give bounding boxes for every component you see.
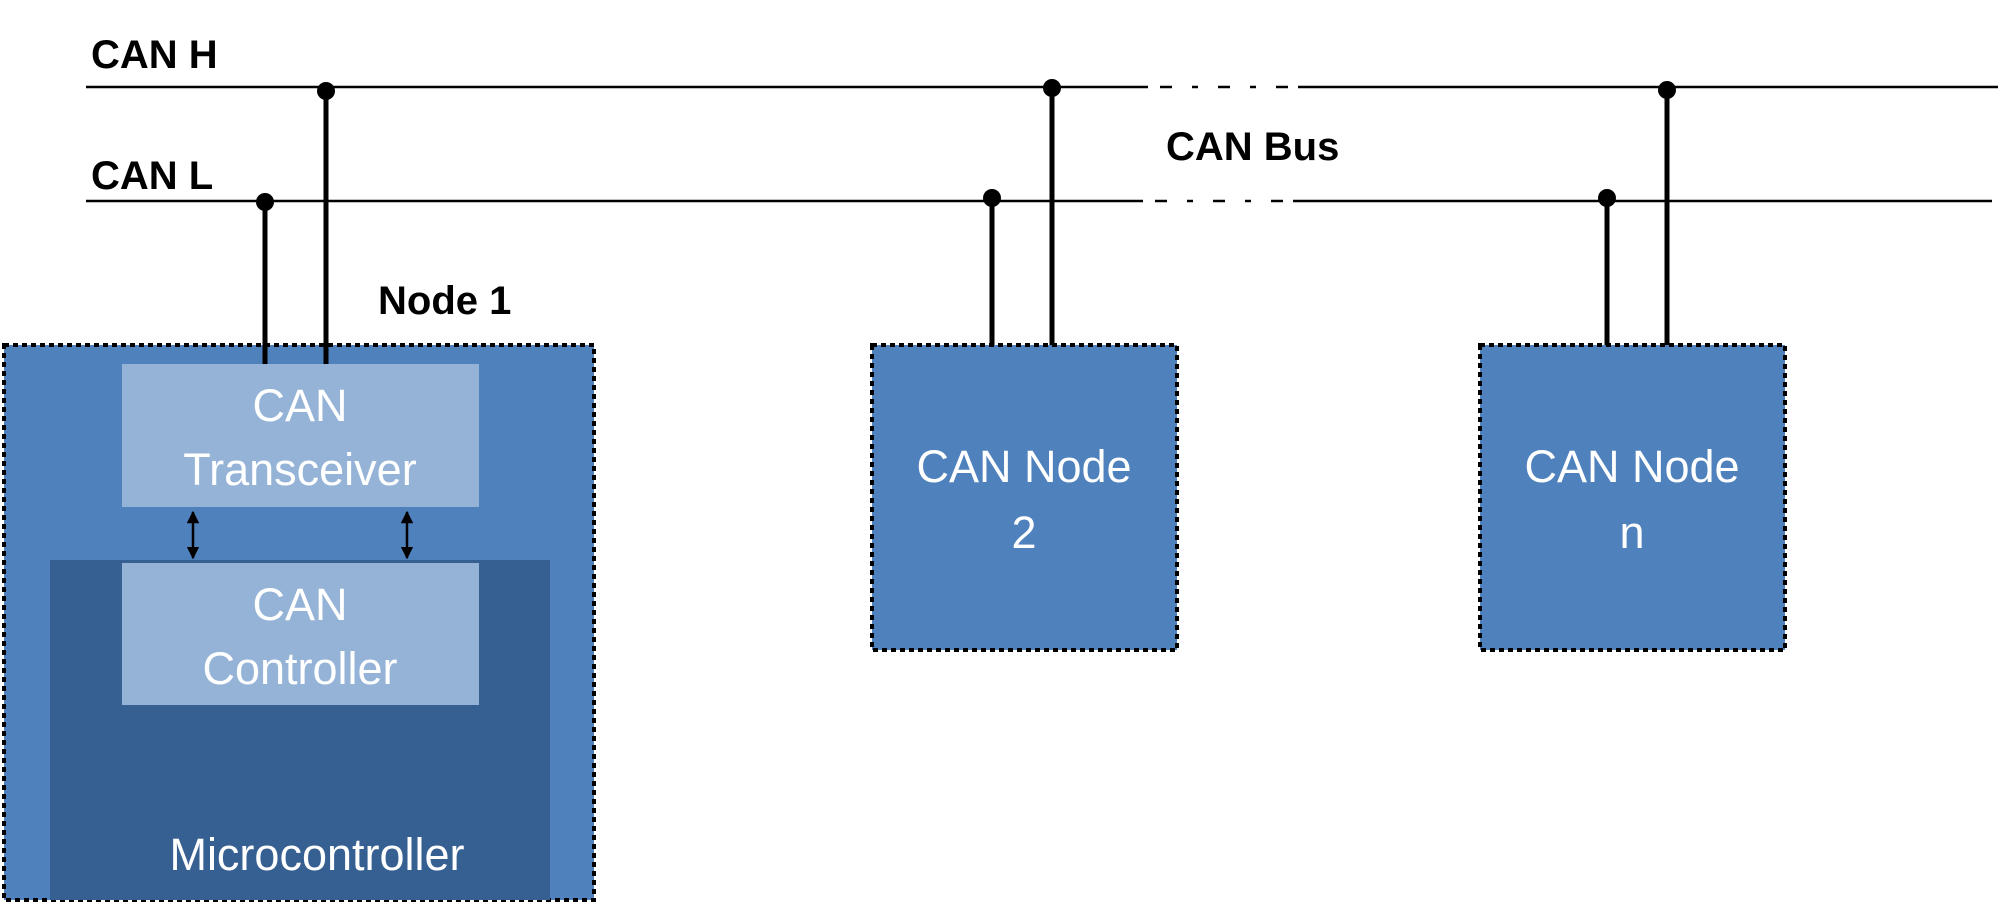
node-n-can-h-junction-dot bbox=[1658, 81, 1676, 99]
node-n-label-line2: n bbox=[1619, 507, 1644, 558]
microcontroller-label: Microcontroller bbox=[169, 829, 464, 880]
can-controller-block bbox=[122, 563, 479, 705]
can-low-label: CAN L bbox=[91, 154, 213, 198]
node-n-label-line1: CAN Node bbox=[1524, 441, 1739, 492]
node-1-can-l-junction-dot bbox=[256, 193, 274, 211]
can-bus-title: CAN Bus bbox=[1166, 125, 1339, 169]
node-n-connections bbox=[1598, 81, 1676, 345]
node-n-box bbox=[1478, 343, 1787, 652]
can-transceiver-block bbox=[122, 364, 479, 507]
controller-label-line1: CAN bbox=[252, 579, 347, 630]
node-n: CAN Node n bbox=[1478, 343, 1787, 652]
can-high-label: CAN H bbox=[91, 33, 218, 77]
node-n-can-l-junction-dot bbox=[1598, 189, 1616, 207]
node-2: CAN Node 2 bbox=[870, 343, 1179, 652]
node-2-can-l-junction-dot bbox=[983, 189, 1001, 207]
transceiver-label-line2: Transceiver bbox=[183, 444, 416, 495]
node-2-connections bbox=[983, 79, 1061, 345]
node-1-can-h-junction-dot bbox=[317, 82, 335, 100]
node-2-label-line2: 2 bbox=[1011, 507, 1036, 558]
node-1-connections bbox=[256, 82, 335, 364]
node-1-title: Node 1 bbox=[378, 279, 511, 323]
controller-label-line2: Controller bbox=[202, 643, 397, 694]
transceiver-label-line1: CAN bbox=[252, 380, 347, 431]
node-2-can-h-junction-dot bbox=[1043, 79, 1061, 97]
node-1: CAN Transceiver CAN Controller Microcont… bbox=[2, 343, 596, 902]
node-2-box bbox=[870, 343, 1179, 652]
node-2-label-line1: CAN Node bbox=[916, 441, 1131, 492]
